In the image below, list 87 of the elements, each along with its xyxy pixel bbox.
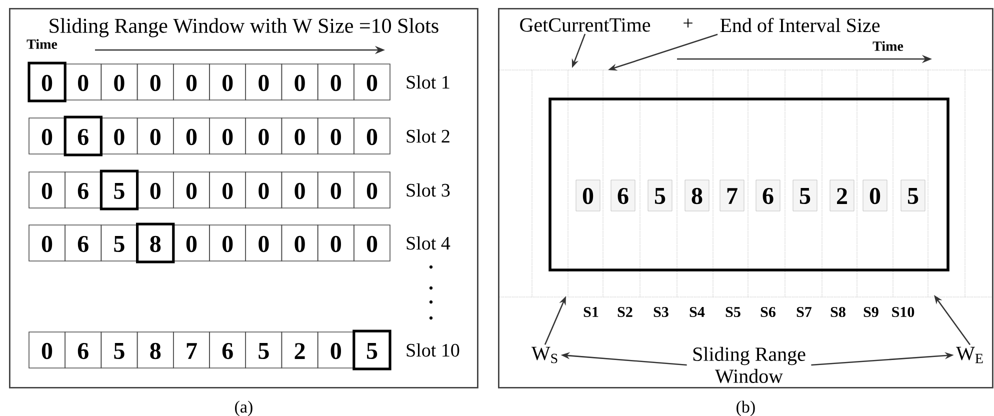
- slot-cell: 0: [173, 172, 210, 208]
- slot-cell: 0: [245, 172, 282, 208]
- slot-cell: 5: [100, 172, 138, 208]
- slot-label: S2: [618, 306, 632, 318]
- slot-cell: 0: [354, 64, 390, 100]
- slot-cell: 0: [100, 64, 138, 100]
- slot-cell: 0: [100, 118, 138, 154]
- slot-cell: 0: [173, 64, 210, 100]
- slot-label: S1: [584, 306, 598, 318]
- slot-cell: 0: [209, 118, 246, 154]
- slot-cell: 0: [281, 64, 318, 100]
- plus-sign: +: [684, 18, 692, 28]
- slot-cell: 7: [173, 332, 210, 368]
- panel-label: (b): [736, 400, 755, 416]
- slot-cell: 0: [245, 118, 282, 154]
- slot-cell: 0: [209, 172, 246, 208]
- slot-cell: 5: [100, 224, 138, 262]
- slot-cell: 0: [173, 118, 210, 154]
- axis-label: Time: [872, 41, 904, 51]
- slot-cell: 8: [136, 224, 174, 262]
- slot-cell: 0: [28, 172, 66, 208]
- slot-cell: 0: [245, 224, 282, 262]
- slot-cell: 0: [281, 118, 318, 154]
- slot-cell: 8: [136, 332, 174, 368]
- slot-label: S8: [830, 306, 846, 318]
- slot-cell: 0: [28, 332, 66, 368]
- slot-cell: 0: [64, 64, 102, 100]
- text-label: End of Interval Size: [718, 16, 882, 34]
- slot-cell: 0: [245, 64, 282, 100]
- row-label: Slot 10: [406, 343, 460, 357]
- slot-cell: 0: [317, 332, 354, 368]
- slot-cell: 0: [209, 64, 246, 100]
- slot-cell: 0: [28, 224, 66, 262]
- slot-cell: 0: [317, 64, 354, 100]
- slot-cell: 6: [209, 332, 246, 368]
- digit-tile: 5: [648, 180, 672, 212]
- slot-cell: 0: [28, 64, 66, 100]
- slot-cell: 5: [100, 332, 138, 368]
- digit-tile: 0: [576, 180, 600, 212]
- slot-cell: 0: [136, 172, 174, 208]
- slot-label: S6: [760, 306, 776, 318]
- slot-cell: 0: [354, 172, 390, 208]
- slot-label: S10: [892, 306, 914, 318]
- panel-label: (a): [235, 400, 252, 416]
- slot-cell: 0: [354, 224, 390, 262]
- slot-label: S3: [654, 306, 668, 318]
- slot-label: S7: [796, 306, 812, 318]
- digit-tile: 8: [684, 180, 710, 212]
- row-label: Slot 1: [406, 75, 450, 89]
- slot-label: S5: [726, 306, 740, 318]
- row-label: Slot 4: [406, 236, 450, 250]
- slot-cell: 5: [245, 332, 282, 368]
- slot-cell: 0: [173, 224, 210, 262]
- slot-cell: 2: [281, 332, 318, 368]
- slot-cell: 0: [354, 118, 390, 154]
- digit-tile: 6: [610, 180, 636, 212]
- slot-cell: 5: [354, 332, 390, 368]
- text-label: W$_{E}$: [954, 344, 986, 366]
- slot-label: S4: [690, 306, 705, 318]
- text-label: W$_{S}$: [529, 344, 561, 366]
- digit-tile: 6: [756, 180, 780, 212]
- text-label: Sliding Range Window: [687, 344, 811, 386]
- slot-cell: 0: [281, 172, 318, 208]
- window-box: [548, 98, 950, 272]
- panel-frame: [498, 8, 994, 388]
- digit-tile: 2: [830, 180, 854, 212]
- slot-cell: 0: [317, 118, 354, 154]
- slot-cell: 0: [317, 172, 354, 208]
- slot-cell: 6: [64, 224, 102, 262]
- slot-cell: 0: [317, 224, 354, 262]
- row-label: Slot 3: [406, 183, 450, 197]
- digit-tile: 5: [792, 180, 818, 212]
- slot-label: S9: [864, 306, 878, 318]
- slot-cell: 6: [64, 172, 102, 208]
- digit-tile: 7: [720, 180, 744, 212]
- slot-cell: 6: [64, 332, 102, 368]
- slot-cell: 0: [28, 118, 66, 154]
- slot-cell: 0: [136, 64, 174, 100]
- slot-cell: 0: [209, 224, 246, 262]
- text-label: GetCurrentTime: [517, 16, 653, 34]
- digit-tile: 5: [900, 180, 926, 212]
- digit-tile: 0: [862, 180, 888, 212]
- slot-cell: 6: [64, 118, 102, 154]
- slot-cell: 0: [281, 224, 318, 262]
- slot-cell: 0: [136, 118, 174, 154]
- axis-label: Time: [26, 39, 58, 49]
- row-label: Slot 2: [406, 129, 450, 143]
